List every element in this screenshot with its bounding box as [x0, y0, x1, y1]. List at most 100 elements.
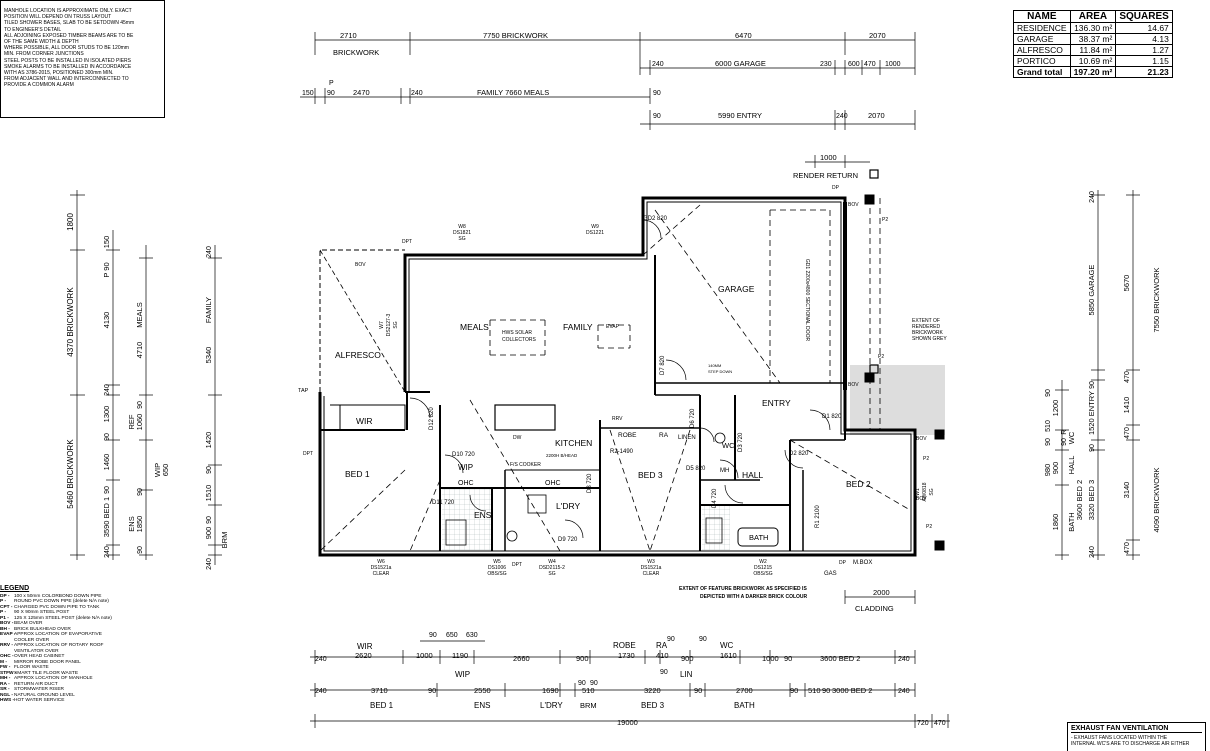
room-label-kitchen: KITCHEN — [555, 438, 592, 448]
plan-label: 90 — [429, 632, 437, 639]
room-label-bed2: BED 2 — [846, 479, 871, 489]
plan-label: DPT — [303, 451, 313, 457]
plan-label: BOV — [355, 262, 366, 268]
legend-item: RA -RETURN AIR DUCT — [0, 682, 165, 688]
plan-label: 90 — [667, 636, 675, 643]
plan-label: 470 — [1124, 427, 1131, 439]
plan-label: 240 — [411, 90, 423, 97]
plan-label: 90 — [137, 401, 144, 409]
legend-item: M -MIRROR ROBE DOOR PANEL — [0, 660, 165, 666]
legend-code: STFW - — [0, 670, 17, 676]
plan-label: 6470 — [735, 31, 752, 40]
plan-label: STEP DOWN — [708, 369, 732, 374]
window-openings — [350, 253, 917, 557]
note-line: POSITION WILL DEPEND ON TRUSS LAYOUT — [4, 14, 112, 21]
plan-label: 1610 — [720, 651, 737, 660]
plan-label: 240 — [1089, 191, 1096, 203]
plan-label: P2 — [878, 354, 884, 360]
plan-label: WC — [1067, 431, 1076, 444]
window-label-w9: DS1221 — [586, 230, 604, 236]
plan-label: SHOWN GREY — [912, 336, 947, 342]
legend-desc: ROUND PVC DOWN PIPE (delete N/A note) — [14, 599, 109, 604]
plan-label: MEALS — [135, 302, 144, 327]
legend-code: CPT - — [0, 604, 13, 610]
plan-label: FAMILY — [204, 297, 213, 323]
legend-desc: HOT WATER SERVICE — [14, 698, 65, 703]
exhaust-title: EXHAUST FAN VENTILATION — [1071, 725, 1202, 733]
plan-label: WC — [720, 641, 734, 650]
plan-label: 1000 — [820, 153, 837, 162]
legend-code: BOV - — [0, 621, 14, 626]
window-label-w5: W5 — [493, 559, 501, 565]
plan-label: 510 — [808, 686, 821, 695]
plan-label: 90 — [790, 686, 798, 695]
plan-label: 1000 — [885, 61, 901, 68]
plan-label: COLLECTORS — [502, 337, 536, 343]
plan-label: 1860 — [1051, 514, 1060, 531]
plan-label: 90 — [694, 686, 702, 695]
legend-code: FW - — [0, 665, 11, 670]
window-label-w6: CLEAR — [373, 571, 390, 577]
plan-label: 7750 BRICKWORK — [483, 31, 548, 40]
plan-label: 2000 — [873, 588, 890, 597]
plan-label: RENDERED — [912, 324, 940, 330]
plan-label: 150 — [102, 236, 111, 249]
plan-label: 2200H B/HEAD — [546, 453, 578, 458]
plan-label: R1 2100 — [815, 505, 821, 528]
legend-desc: 90 X 90mm STEEL POST — [14, 610, 70, 615]
plan-label: GD2 820 — [643, 216, 668, 222]
plan-label: W1 — [915, 488, 921, 496]
plan-label: D11 720 — [432, 500, 455, 506]
exhaust-fan-note: EXHAUST FAN VENTILATION - EXHAUST FANS L… — [1067, 722, 1206, 751]
legend-item: BH -BRICK BULKHEAD OVER — [0, 627, 165, 633]
legend-item: P -ROUND PVC DOWN PIPE (delete N/A note) — [0, 599, 165, 605]
legend-title: LEGEND — [0, 585, 30, 592]
plan-label: 1300 — [102, 406, 111, 423]
plan-label: 1850 — [135, 516, 144, 533]
legend-item: P1 -125 X 125mm STEEL POST (delete N/A n… — [0, 616, 165, 622]
plan-label: MH — [720, 468, 729, 474]
plan-label: BOV — [848, 382, 859, 388]
plan-label: BED 3 — [641, 701, 665, 710]
window-label-w9: W9 — [591, 224, 599, 230]
plan-label: 90 — [428, 686, 436, 695]
legend-code: SR - — [0, 687, 10, 692]
plan-label: 90 — [327, 90, 335, 97]
legend-item: P -90 X 90mm STEEL POST — [0, 610, 165, 616]
plan-label: RA — [656, 641, 668, 650]
plan-label: SG — [929, 488, 935, 495]
room-label-meals: MEALS — [460, 322, 489, 332]
area-cell: 21.23 — [1115, 66, 1173, 78]
plan-label: 650 — [161, 464, 170, 477]
legend-desc: APPROX LOCATION OF ROTARY ROOF — [14, 643, 104, 648]
legend-code: HWS - — [0, 698, 15, 703]
plan-label: 240 — [104, 384, 111, 396]
plan-label: 5340 — [204, 347, 213, 364]
plan-label: HALL — [1067, 456, 1076, 475]
plan-label: AW0818 — [922, 482, 928, 501]
plan-label: 4090 BRICKWORK — [1152, 467, 1161, 532]
room-label-entry: ENTRY — [762, 398, 791, 408]
plan-label: 4710 — [135, 342, 144, 359]
plan-label: 240 — [104, 546, 111, 558]
plan-label: REF — [127, 414, 136, 429]
plan-label: DPT — [402, 239, 412, 245]
plan-label: 3600 BED 2 — [820, 654, 860, 663]
legend-code: P1 - — [0, 615, 9, 621]
plan-label: 4130 — [102, 312, 111, 329]
plan-label: 5850 GARAGE — [1087, 265, 1096, 316]
plan-label: 90 — [699, 636, 707, 643]
plan-label: 90 — [784, 654, 792, 663]
legend-code: RA - — [0, 681, 10, 687]
plan-label: 2710 — [340, 31, 357, 40]
room-label-wc: WC — [722, 441, 735, 450]
note-line: FROM ADJACENT WALL AND INTERCONNECTED TO — [4, 76, 129, 83]
plan-label: 4370 BRICKWORK — [66, 287, 75, 357]
plan-label: 240 — [206, 246, 213, 258]
plan-label: GAS — [824, 571, 837, 577]
plan-label: D3 720 — [738, 432, 744, 452]
plan-label: ENS — [127, 516, 136, 531]
note-line: MANHOLE LOCATION IS APPROXIMATE ONLY. EX… — [4, 8, 132, 14]
